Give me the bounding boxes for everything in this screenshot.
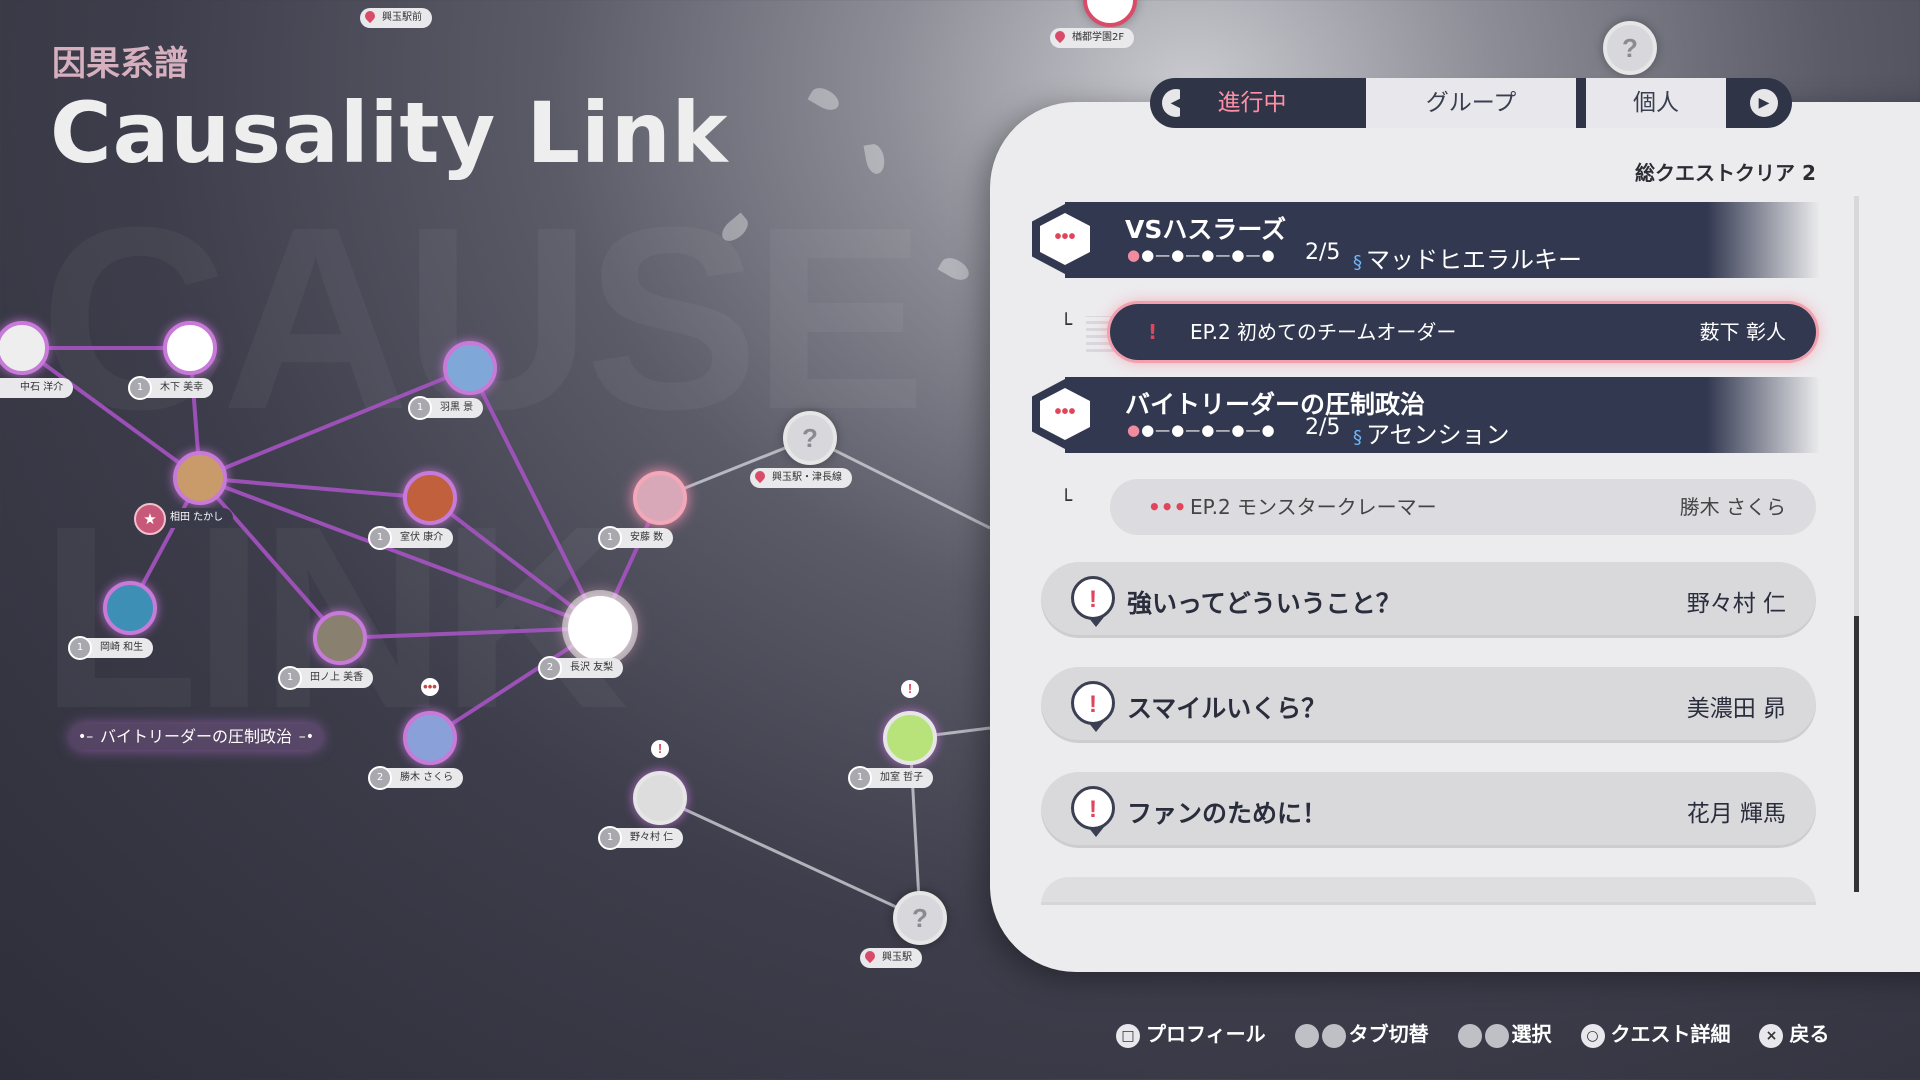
quest-hex-icon: ••• (1032, 204, 1098, 274)
character-node[interactable] (883, 711, 937, 765)
ellipsis-icon: ••• (1148, 495, 1187, 519)
character-node[interactable] (633, 771, 687, 825)
side-quest-item[interactable]: ! スマイルいくら？ 美濃田 昴 (1041, 667, 1816, 743)
side-quest-title: 強いってどういうこと？ (1127, 589, 1401, 618)
scrollbar-track[interactable] (1854, 196, 1859, 892)
alert-icon: ! (1148, 320, 1158, 344)
scrollbar-thumb[interactable] (1854, 616, 1859, 892)
episode-character: 薮下 彰人 (1699, 320, 1786, 344)
episode-title: EP.2 モンスタークレーマー (1190, 495, 1437, 519)
triangle-right-icon[interactable]: ▶ (1750, 89, 1778, 117)
down-button-icon (1484, 1023, 1509, 1048)
quest-header[interactable]: VSハスラーズ ●●—●—●—●—● 2/5 §マッドヒエラルキー (1065, 202, 1820, 278)
side-quest-item[interactable]: ! 強いってどういうこと？ 野々村 仁 (1041, 562, 1816, 638)
character-label: ★相田 たかし (134, 503, 234, 535)
alert-pin-icon: ! (1071, 681, 1115, 732)
location-label: 興玉駅・津長線 (750, 468, 852, 488)
footer-label: タブ切替 (1348, 1022, 1429, 1046)
episode-title: EP.2 初めてのチームオーダー (1190, 320, 1457, 344)
chain-icon: § (1353, 252, 1362, 273)
quest-group: §アセンション (1353, 421, 1510, 449)
footer-label: 選択 (1511, 1022, 1552, 1046)
side-quest-item-partial[interactable] (1041, 877, 1816, 905)
quest-header[interactable]: バイトリーダーの圧制政治 ●●—●—●—●—● 2/5 §アセンション (1065, 377, 1820, 453)
side-quest-character: 花月 輝馬 (1686, 801, 1786, 827)
branch-icon: └ (1060, 488, 1073, 512)
group-tag[interactable]: バイトリーダーの圧制政治 (70, 724, 323, 750)
side-quest-title: スマイルいくら？ (1127, 694, 1327, 723)
episode-item[interactable]: ••• EP.2 モンスタークレーマー 勝木 さくら (1110, 479, 1816, 535)
tab-bar: ◀ 進行中 グループ 個人 ▶ (1150, 78, 1792, 128)
character-node[interactable] (103, 581, 157, 635)
quest-title: バイトリーダーの圧制政治 (1125, 390, 1426, 419)
page-title: Causality Link (50, 84, 729, 182)
episode-character: 勝木 さくら (1679, 495, 1786, 519)
unknown-node-icon[interactable]: ? (1603, 21, 1657, 75)
location-label: 興玉駅前 (360, 8, 432, 28)
quest-progress: ●●—●—●—●—● (1127, 246, 1276, 264)
character-node[interactable] (403, 471, 457, 525)
quest-title: VSハスラーズ (1125, 215, 1287, 244)
character-node[interactable] (443, 341, 497, 395)
alert-pin-icon: ! (1071, 576, 1115, 627)
quest-progress: ●●—●—●—●—● (1127, 421, 1276, 439)
r-button-icon (1321, 1023, 1346, 1048)
relationship-graph (20, 346, 991, 920)
side-quest-character: 美濃田 昴 (1686, 696, 1786, 722)
footer-label: プロフィール (1146, 1022, 1266, 1046)
character-node[interactable] (163, 321, 217, 375)
location-label: 楢都学園2F (1050, 28, 1135, 48)
total-quest-clear: 総クエストクリア 2 (1635, 161, 1816, 185)
side-quest-title: ファンのために！ (1127, 799, 1328, 828)
square-button-icon: □ (1116, 1023, 1140, 1048)
quest-progress-count: 2/5 (1305, 415, 1341, 440)
alert-pin-icon: ! (1071, 786, 1115, 837)
side-quest-item[interactable]: ! ファンのために！ 花月 輝馬 (1041, 772, 1816, 848)
l-button-icon (1294, 1023, 1319, 1048)
character-node[interactable] (403, 711, 457, 765)
scroll-grip-icon (1086, 316, 1114, 352)
location-node[interactable] (1083, 0, 1137, 27)
location-label: 興玉駅 (860, 948, 922, 968)
circle-button-icon: ○ (1580, 1023, 1605, 1048)
side-quest-character: 野々村 仁 (1686, 591, 1786, 617)
quest-group: §マッドヒエラルキー (1353, 246, 1582, 274)
tab-individual[interactable]: 個人 (1586, 78, 1726, 128)
footer-label: クエスト詳細 (1610, 1022, 1731, 1046)
chain-icon: § (1353, 427, 1362, 448)
branch-icon: └ (1060, 312, 1073, 336)
character-node-selected[interactable] (633, 471, 687, 525)
alert-icon: ! (901, 680, 919, 698)
unknown-node-icon[interactable]: ? (783, 411, 837, 465)
character-label: 中石 洋介 (0, 378, 74, 398)
unknown-node-icon[interactable]: ? (893, 891, 947, 945)
alert-icon: ! (651, 740, 669, 758)
cross-button-icon: × (1759, 1023, 1784, 1048)
page-title-jp: 因果系譜 (52, 44, 188, 84)
character-node-burst[interactable] (568, 596, 632, 660)
quest-progress-count: 2/5 (1305, 240, 1341, 265)
button-guide: □プロフィール タブ切替 選択 ○クエスト詳細 ×戻る (1116, 1018, 1829, 1048)
up-button-icon (1457, 1023, 1482, 1048)
character-node[interactable] (173, 451, 227, 505)
character-node[interactable] (313, 611, 367, 665)
tab-group[interactable]: グループ (1366, 78, 1576, 128)
quest-icon: ••• (421, 678, 439, 696)
footer-label: 戻る (1789, 1022, 1830, 1046)
character-node[interactable] (0, 321, 49, 375)
tab-in-progress[interactable]: 進行中 (1180, 78, 1324, 128)
episode-item[interactable]: ! EP.2 初めてのチームオーダー 薮下 彰人 (1110, 304, 1816, 360)
